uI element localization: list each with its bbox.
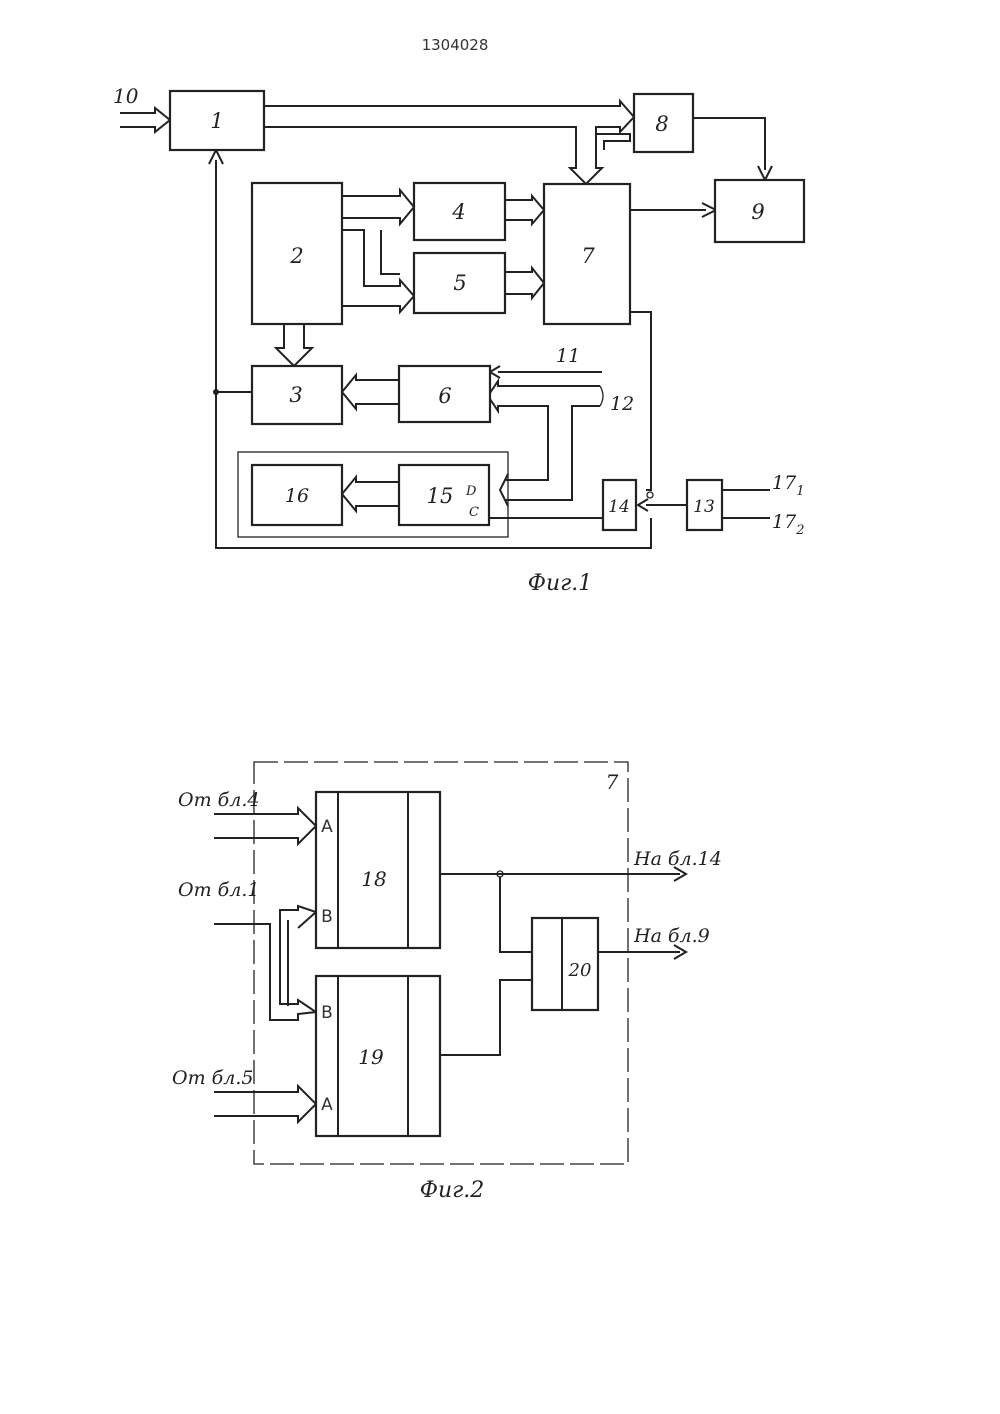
bus-4-to-7 — [505, 196, 544, 224]
bus-15-to-16 — [342, 477, 399, 511]
input-11-label: 11 — [556, 345, 580, 367]
output-to-block-14-label: На бл.14 — [633, 848, 722, 870]
bus-2-to-4 — [342, 190, 414, 224]
frame-label-7: 7 — [606, 770, 619, 794]
input-12-bus — [488, 381, 603, 506]
input-from-block-4-bus — [214, 808, 316, 844]
block-14-label: 14 — [608, 497, 630, 517]
input-from-block-1-bus — [214, 906, 316, 1020]
block-15-port-c: C — [469, 505, 479, 520]
block-15-label: 15 — [427, 484, 454, 508]
figure-1-caption: Фиг.1 — [528, 571, 593, 596]
bus-2-to-5 — [342, 230, 414, 312]
line-7-to-9 — [630, 203, 716, 217]
input-from-block-4-label: От бл.4 — [178, 789, 259, 811]
block-19-port-a: A — [321, 1095, 333, 1115]
block-2-label: 2 — [289, 244, 303, 268]
block-6-label: 6 — [438, 384, 451, 408]
line-13-to-14 — [638, 499, 687, 511]
bus-2-to-3 — [276, 324, 312, 366]
block-15-port-d: D — [465, 484, 477, 499]
input-from-block-5-bus — [214, 1086, 316, 1122]
block-4-label: 4 — [451, 200, 465, 224]
input-12-label: 12 — [610, 393, 634, 415]
input-from-block-5-label: От бл.5 — [172, 1067, 253, 1089]
block-8-label: 8 — [655, 112, 668, 136]
input-from-block-1-label: От бл.1 — [178, 879, 259, 901]
output-to-block-9-label: На бл.9 — [633, 925, 710, 947]
inputs-17 — [722, 490, 770, 518]
block-1-label: 1 — [210, 109, 223, 133]
block-19-port-b: B — [321, 1003, 333, 1023]
block-16-label: 16 — [285, 485, 309, 507]
block-18-port-a: A — [321, 817, 333, 837]
block-13-label: 13 — [693, 497, 715, 517]
input-17-2-label: 172 — [772, 511, 804, 538]
line-8-to-9 — [693, 118, 772, 180]
block-18-port-b: B — [321, 907, 333, 927]
block-9-label: 9 — [751, 200, 764, 224]
input-10-label: 10 — [113, 84, 139, 108]
block-7-label: 7 — [581, 244, 595, 268]
output-20-to-9 — [598, 945, 686, 959]
input-17-1-label: 171 — [772, 472, 804, 499]
figure-2-caption: Фиг.2 — [420, 1178, 485, 1203]
line-19-to-20 — [440, 980, 532, 1055]
block-18-label: 18 — [361, 867, 386, 891]
block-20-label: 20 — [568, 960, 592, 981]
bus-6-to-3 — [342, 375, 399, 409]
document-number: 1304028 — [422, 36, 489, 54]
block-3-label: 3 — [289, 383, 302, 407]
bus-5-to-7 — [505, 268, 544, 298]
bus-1-to-8-and-7 — [264, 101, 634, 184]
figure-1: 10 — [113, 84, 804, 596]
block-19-label: 19 — [358, 1045, 384, 1069]
input-11-line — [490, 366, 602, 378]
input-10-bus — [120, 108, 170, 132]
figure-2: 7 От бл.4 От бл.1 От бл.5 На бл.14 — [172, 762, 722, 1203]
bus-8-to-7 — [596, 134, 630, 150]
block-5-label: 5 — [453, 271, 466, 295]
